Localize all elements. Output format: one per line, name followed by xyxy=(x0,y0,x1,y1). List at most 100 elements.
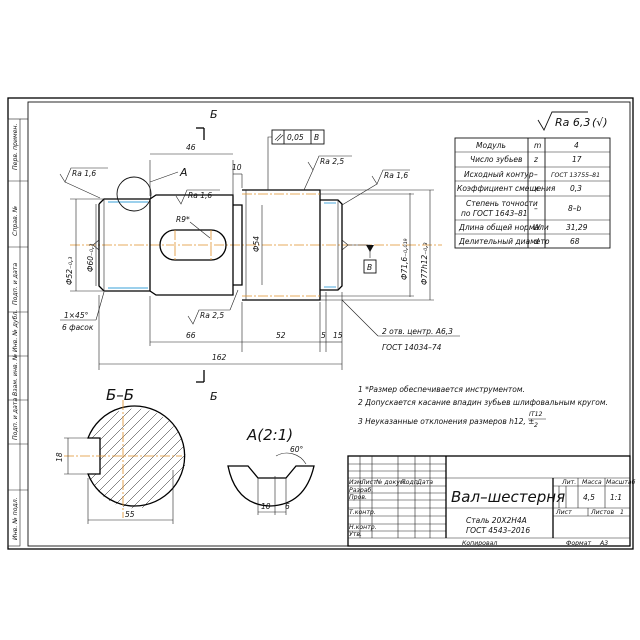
gear-parameter-table: Модуль m 4 Число зубьев z 17 Исходный ко… xyxy=(454,137,611,249)
param-name-0: Модуль xyxy=(476,141,506,150)
svg-text:15: 15 xyxy=(333,331,343,340)
svg-text:18: 18 xyxy=(55,452,64,462)
param-name-6: Делительный диаметр xyxy=(458,237,550,246)
svg-text:52: 52 xyxy=(276,331,286,340)
svg-text:60°: 60° xyxy=(290,445,304,454)
roughness-mark-1: Ra 1,6 xyxy=(59,167,108,199)
param-val-6: 68 xyxy=(570,237,580,246)
center-hole-callout: 2 отв. центр. А6,3 ГОСТ 14034–74 xyxy=(341,299,460,352)
param-sym-4: – xyxy=(534,204,538,213)
tb-role-2: Пров. xyxy=(349,494,367,501)
tb-part-name: Вал–шестерня xyxy=(451,488,565,506)
svg-text:Ф71,6₋₀,₀₁₉: Ф71,6₋₀,₀₁₉ xyxy=(400,238,409,280)
param-name-2: Исходный контур xyxy=(464,170,534,179)
geometric-tolerance: 0,05 В xyxy=(267,129,325,190)
roughness-mark-4: Ra 1,6 xyxy=(341,169,410,206)
svg-text:2 отв. центр. А6,3: 2 отв. центр. А6,3 xyxy=(382,327,453,336)
svg-text:Ra 6,3: Ra 6,3 xyxy=(555,116,590,129)
tb-material-1: Сталь 20Х2Н4А xyxy=(466,516,527,525)
svg-text:10: 10 xyxy=(261,502,271,511)
tb-sheets-label: Листов xyxy=(590,509,614,516)
tb-col-sign: Подп. xyxy=(401,479,420,486)
detail-a-callout: А xyxy=(179,166,188,179)
datum-marker: В xyxy=(348,244,377,274)
svg-text:R9*: R9* xyxy=(176,215,190,224)
tolerance-base: В xyxy=(314,133,319,142)
keyway-slot xyxy=(159,229,227,261)
svg-text:Ф77h12₋₀,₃: Ф77h12₋₀,₃ xyxy=(420,242,429,285)
param-sym-5: W xyxy=(533,223,541,232)
param-sym-3: x xyxy=(533,184,539,193)
side-stamp: Перв. примен. Справ. № Подп. и дата Инв.… xyxy=(7,118,28,547)
tb-col-list: Лист xyxy=(360,479,377,486)
stamp-cell-7: Инв. № подл. xyxy=(12,497,19,540)
svg-text:162: 162 xyxy=(212,353,227,362)
svg-text:5: 5 xyxy=(321,331,326,340)
tb-sheet-label: Лист xyxy=(555,509,572,516)
stamp-cell-5: Взам. инв. № xyxy=(12,354,19,396)
drawing-border xyxy=(27,101,631,547)
tb-copied: Копировал xyxy=(462,540,497,547)
param-name-4b: по ГОСТ 1643–81 xyxy=(461,209,528,218)
tolerance-value: 0,05 xyxy=(287,133,304,142)
tb-mass: 4,5 xyxy=(583,493,595,502)
param-sym-2: – xyxy=(534,170,538,179)
param-val-4: 8–b xyxy=(568,204,582,213)
note-3: 3 Неуказанные отклонения размеров h12, ± xyxy=(358,417,534,426)
section-label-bottom: Б xyxy=(210,390,218,403)
svg-text:Ra 1,6: Ra 1,6 xyxy=(188,191,212,200)
tb-head-lit: Лит. xyxy=(561,479,576,486)
param-name-1: Число зубьев xyxy=(470,155,522,164)
tb-material-2: ГОСТ 4543–2016 xyxy=(466,526,530,535)
datum-letter: В xyxy=(367,263,372,272)
shaft-main-view: А Б Б 0,05 В В Ra xyxy=(59,108,608,403)
detail-view-title: А(2:1) xyxy=(246,426,293,444)
tb-role-6: Утв. xyxy=(349,531,362,538)
stamp-cell-2: Справ. № xyxy=(12,206,19,236)
param-name-4: Степень точности xyxy=(466,199,538,208)
svg-text:1×45°: 1×45° xyxy=(64,311,89,320)
section-label-top: Б xyxy=(210,108,218,121)
tb-format-label: Формат xyxy=(566,540,591,547)
svg-text:ГОСТ 14034–74: ГОСТ 14034–74 xyxy=(382,343,442,352)
svg-text:6: 6 xyxy=(285,502,290,511)
tb-sheets: 1 xyxy=(620,509,624,516)
svg-text:66: 66 xyxy=(186,331,196,340)
svg-text:6 фасок: 6 фасок xyxy=(62,323,94,332)
section-view: Б–Б 55 xyxy=(55,386,186,524)
param-val-2: ГОСТ 13755–81 xyxy=(551,172,600,179)
stamp-cell-6: Подп. и дата xyxy=(12,398,19,440)
svg-text:10: 10 xyxy=(232,163,242,172)
svg-text:Ф60₋₀,₃: Ф60₋₀,₃ xyxy=(86,244,95,272)
param-name-3: Коэффициент смещения xyxy=(457,184,556,193)
svg-text:(√): (√) xyxy=(592,116,608,129)
note-fraction-den: 2 xyxy=(534,422,538,429)
general-roughness: Ra 6,3 (√) xyxy=(537,111,608,131)
param-sym-0: m xyxy=(534,141,541,150)
section-view-title: Б–Б xyxy=(106,386,134,404)
stamp-cell-4: Инв. № дубл. xyxy=(11,310,19,352)
roughness-mark-3: Ra 2,5 xyxy=(303,155,352,191)
dimensions: 46 10 66 52 5 15 162 xyxy=(60,143,434,370)
note-fraction-num: IT12 xyxy=(529,411,543,418)
param-val-0: 4 xyxy=(574,141,579,150)
note-1: 1 *Размер обеспечивается инструментом. xyxy=(358,385,525,394)
svg-text:Ra 2,5: Ra 2,5 xyxy=(320,157,344,166)
svg-text:46: 46 xyxy=(186,143,196,152)
tb-role-3: Т.контр. xyxy=(349,509,376,516)
tb-col-izm: Изм. xyxy=(349,479,364,486)
svg-text:Ф52₋₀,₃: Ф52₋₀,₃ xyxy=(65,257,74,285)
svg-text:Ф54: Ф54 xyxy=(252,236,261,252)
tb-format: A3 xyxy=(599,540,608,547)
svg-text:Ra 2,5: Ra 2,5 xyxy=(200,311,224,320)
roughness-mark-5: Ra 2,5 xyxy=(187,289,239,325)
tb-role-5: Н.контр. xyxy=(349,524,377,531)
tb-scale: 1:1 xyxy=(610,493,622,502)
tb-col-date: Дата xyxy=(416,479,433,486)
param-name-5: Длина общей нормали xyxy=(458,223,549,232)
note-2: 2 Допускается касание впадин зубьев шлиф… xyxy=(358,398,608,407)
stamp-cell-3: Подп. и дата xyxy=(12,263,19,305)
param-val-3: 0,3 xyxy=(570,184,582,193)
detail-a-circle xyxy=(116,176,152,212)
